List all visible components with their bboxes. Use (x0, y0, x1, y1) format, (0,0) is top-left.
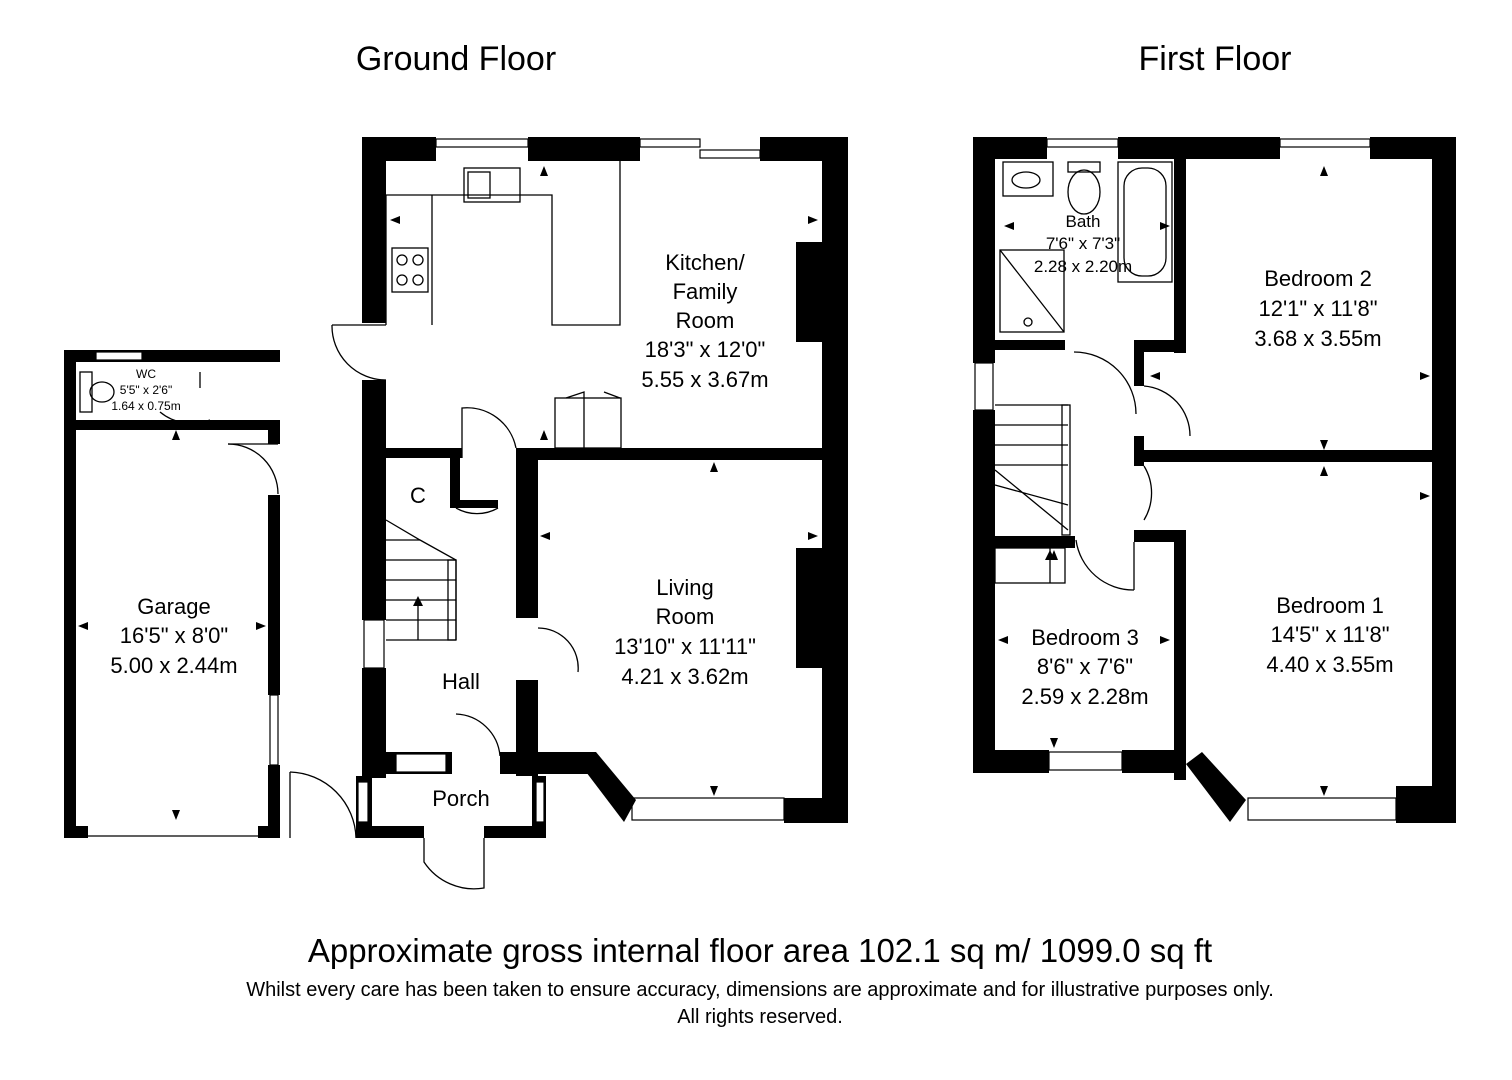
bath-dimensions-metric: 2.28 x 2.20m (1034, 257, 1132, 276)
garage-side-window (269, 694, 279, 766)
floor-area-summary: Approximate gross internal floor area 10… (308, 932, 1212, 969)
porch-label: Porch (432, 786, 489, 811)
bedroom1-label: Bedroom 1 14'5" x 11'8" 4.40 x 3.55m (1266, 593, 1393, 677)
kitchen-window (435, 138, 529, 148)
garage-name: Garage (137, 594, 210, 619)
kitchen-name-line3: Room (676, 308, 735, 333)
wc-dimensions-metric: 1.64 x 0.75m (111, 399, 180, 413)
kitchen-label: Kitchen/ Family Room 18'3" x 12'0" 5.55 … (641, 250, 768, 392)
dimension-arrows (78, 166, 1430, 820)
first-floor-walls (973, 137, 1456, 823)
bath-dimensions-imperial: 7'6" x 7'3" (1046, 234, 1120, 253)
wc-dimensions-imperial: 5'5" x 2'6" (120, 383, 172, 397)
garage-label: Garage 16'5" x 8'0" 5.00 x 2.44m (110, 594, 237, 678)
living-room-label: Living Room 13'10" x 11'11" 4.21 x 3.62m (614, 575, 756, 689)
bedroom3-label: Bedroom 3 8'6" x 7'6" 2.59 x 2.28m (1021, 625, 1148, 709)
kitchen-name-line1: Kitchen/ (665, 250, 745, 275)
living-name-line1: Living (656, 575, 713, 600)
bedroom1-dimensions-metric: 4.40 x 3.55m (1266, 652, 1393, 677)
wc-name: WC (136, 367, 156, 381)
bedroom1-dimensions-imperial: 14'5" x 11'8" (1270, 622, 1389, 647)
cupboard-label: C (410, 483, 426, 508)
hall-label: Hall (442, 669, 480, 694)
kitchen-sink (463, 167, 521, 203)
bedroom2-name: Bedroom 2 (1264, 266, 1372, 291)
kitchen-name-line2: Family (673, 279, 738, 304)
bedroom2-dimensions-metric: 3.68 x 3.55m (1254, 326, 1381, 351)
bedroom1-name: Bedroom 1 (1276, 593, 1384, 618)
first-floor-title: First Floor (1139, 40, 1292, 78)
living-dimensions-imperial: 13'10" x 11'11" (614, 634, 756, 659)
garage-dimensions-imperial: 16'5" x 8'0" (120, 623, 228, 648)
bedroom3-dimensions-imperial: 8'6" x 7'6" (1037, 654, 1133, 679)
disclaimer-text: Whilst every care has been taken to ensu… (246, 979, 1274, 1001)
bedroom2-dimensions-imperial: 12'1" x 11'8" (1258, 296, 1377, 321)
bath-name: Bath (1066, 212, 1101, 231)
garage-dimensions-metric: 5.00 x 2.44m (110, 653, 237, 678)
bedroom1-bay-window (1247, 797, 1397, 821)
bedroom3-dimensions-metric: 2.59 x 2.28m (1021, 684, 1148, 709)
rights-text: All rights reserved. (677, 1006, 843, 1028)
living-dimensions-metric: 4.21 x 3.62m (621, 664, 748, 689)
living-bay-window (631, 797, 785, 821)
ground-floor-walls (362, 137, 848, 823)
ground-floor-title: Ground Floor (356, 40, 556, 78)
kitchen-dimensions-metric: 5.55 x 3.67m (641, 367, 768, 392)
bedroom3-name: Bedroom 3 (1031, 625, 1139, 650)
bathroom-fixtures (999, 161, 1173, 333)
living-name-line2: Room (656, 604, 715, 629)
bath-label: Bath 7'6" x 7'3" 2.28 x 2.20m (1034, 212, 1132, 276)
ground-stairs (385, 519, 457, 641)
bedroom2-label: Bedroom 2 12'1" x 11'8" 3.68 x 3.55m (1254, 266, 1381, 351)
first-stairs (994, 404, 1071, 584)
kitchen-hob (391, 247, 429, 293)
wc-label: WC 5'5" x 2'6" 1.64 x 0.75m (111, 367, 180, 413)
kitchen-dimensions-imperial: 18'3" x 12'0" (645, 337, 766, 362)
